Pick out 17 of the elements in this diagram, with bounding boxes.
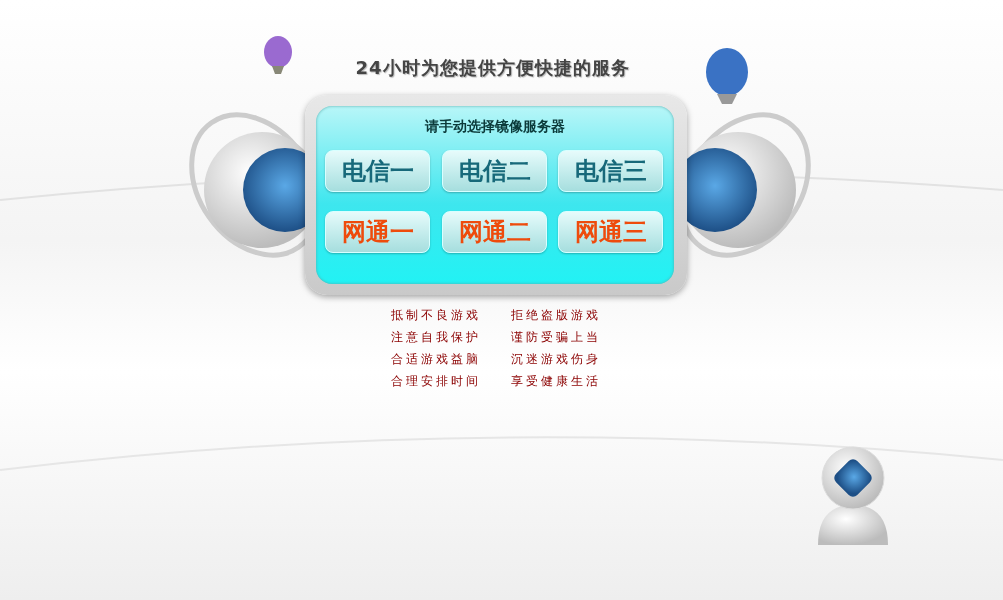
advisory-text: 合适游戏益脑 [391, 351, 481, 368]
advisory-text: 合理安排时间 [391, 373, 481, 390]
advisory-text: 沉迷游戏伤身 [511, 351, 601, 368]
advisory-text: 享受健康生活 [511, 373, 601, 390]
server-button: 电信一 [325, 150, 430, 192]
server-button: 电信三 [558, 150, 663, 192]
page-title: 24小时为您提供方便快捷的服务 [354, 56, 631, 80]
advisory-text: 注意自我保护 [391, 329, 481, 346]
advisory-text: 抵制不良游戏 [391, 307, 481, 324]
server-button: 电信二 [442, 150, 547, 192]
panel-heading: 请手动选择镜像服务器 [424, 118, 566, 136]
server-button: 网通三 [558, 211, 663, 253]
server-button: 网通二 [442, 211, 547, 253]
server-button: 网通一 [325, 211, 430, 253]
advisory-text: 谨防受骗上当 [511, 329, 601, 346]
advisory-text: 拒绝盗版游戏 [511, 307, 601, 324]
server-panel [305, 95, 687, 295]
